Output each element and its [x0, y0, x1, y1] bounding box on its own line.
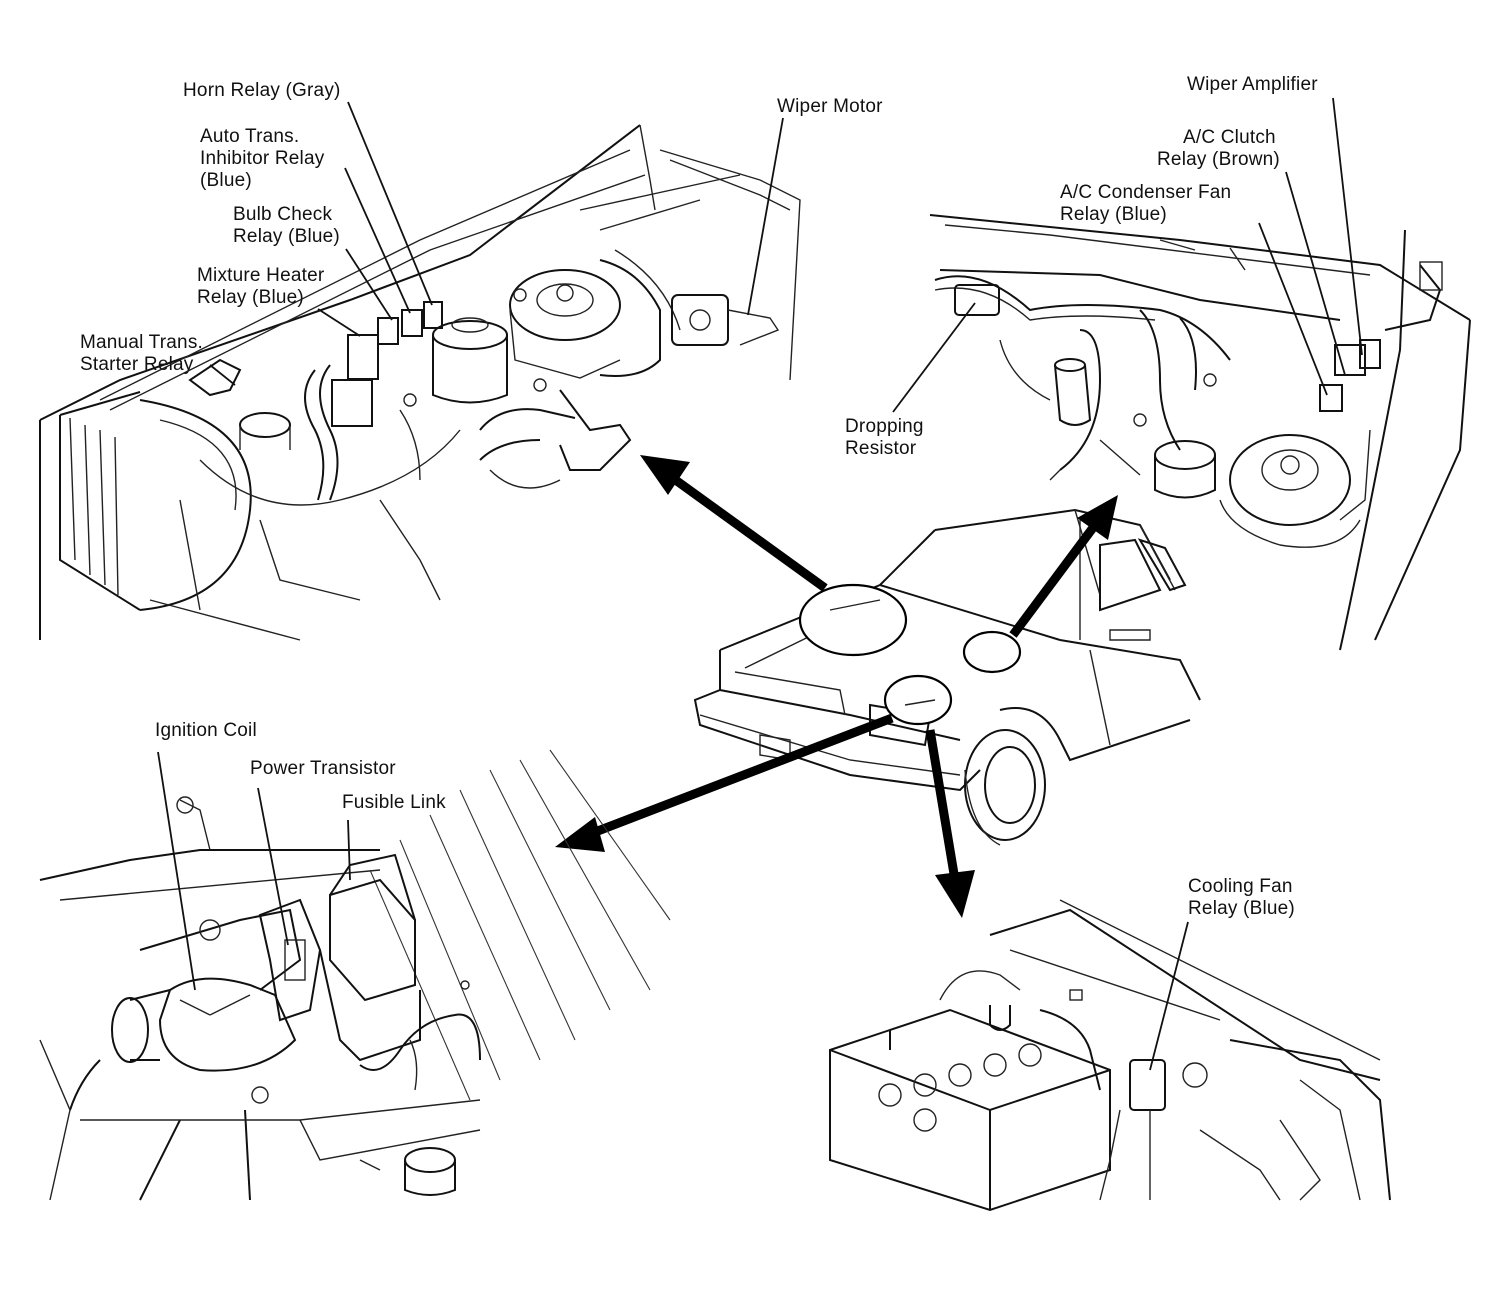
label-manual-trans-starter-relay: Manual Trans. Starter Relay	[80, 332, 203, 375]
firewall-right-illustration	[929, 214, 1471, 651]
label-wiper-motor: Wiper Motor	[777, 96, 883, 117]
label-mixture-heater-relay: Mixture Heater Relay (Blue)	[197, 265, 325, 308]
location-marker-top-right	[962, 630, 1022, 674]
label-auto-trans-inhibitor-relay: Auto Trans. Inhibitor Relay (Blue)	[200, 126, 325, 191]
battery-area-illustration	[829, 899, 1391, 1212]
location-marker-bottom	[883, 674, 953, 726]
car-illustration	[693, 508, 1201, 846]
label-ac-condenser-fan-relay: A/C Condenser Fan Relay (Blue)	[1060, 182, 1232, 225]
label-fusible-link: Fusible Link	[342, 792, 446, 813]
location-marker-top-left	[798, 583, 908, 657]
label-ac-clutch-relay: A/C Clutch Relay (Brown)	[1157, 127, 1280, 170]
leader-lines	[157, 97, 1363, 1071]
label-cooling-fan-relay: Cooling Fan Relay (Blue)	[1188, 876, 1295, 919]
ignition-area-illustration	[39, 749, 671, 1201]
label-dropping-resistor: Dropping Resistor	[845, 416, 924, 459]
pointer-arrows	[555, 455, 1118, 918]
label-bulb-check-relay: Bulb Check Relay (Blue)	[233, 204, 340, 247]
label-power-transistor: Power Transistor	[250, 758, 396, 779]
label-wiper-amplifier: Wiper Amplifier	[1187, 74, 1318, 95]
label-horn-relay: Horn Relay (Gray)	[183, 80, 341, 101]
engine-bay-left-illustration	[39, 124, 801, 641]
label-ignition-coil: Ignition Coil	[155, 720, 257, 741]
